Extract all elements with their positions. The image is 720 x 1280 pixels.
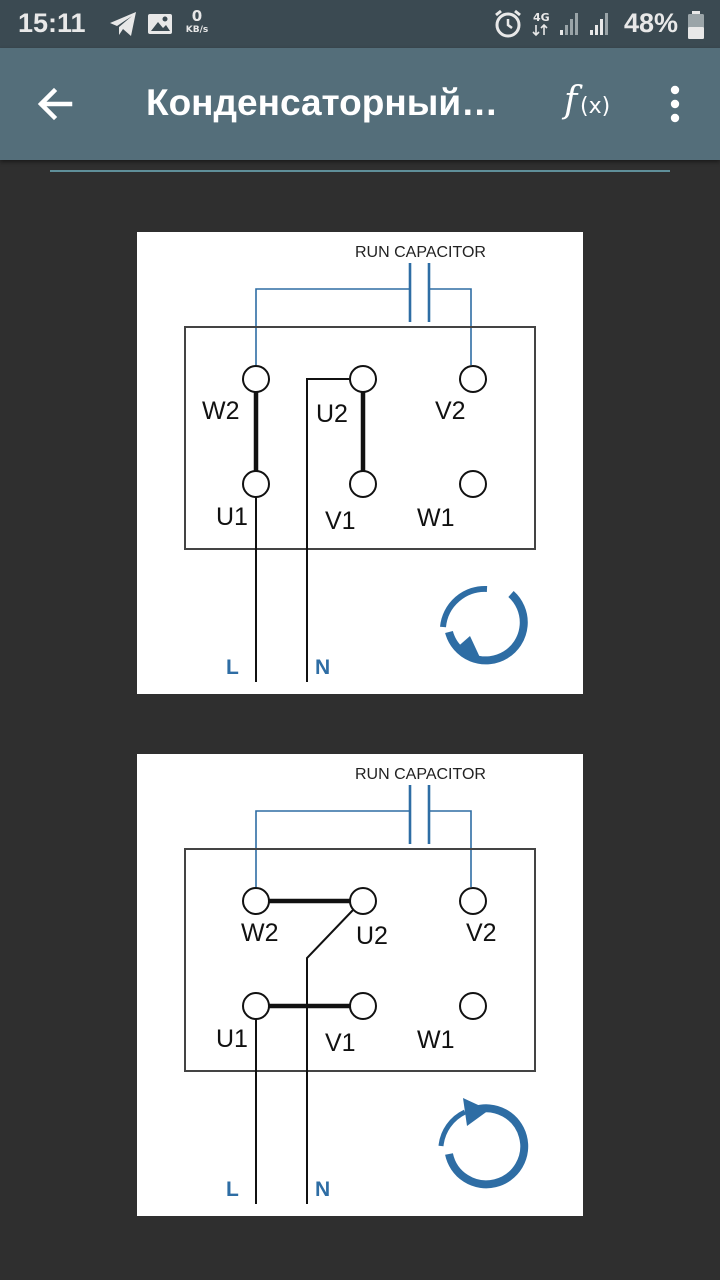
- back-button[interactable]: [28, 76, 84, 132]
- terminal-v2: [459, 365, 487, 393]
- formula-icon-x: (x): [580, 94, 611, 119]
- app-bar: Конденсаторный… f (x): [0, 48, 720, 160]
- battery-percent: 48%: [623, 8, 678, 38]
- signal-icon: [560, 13, 578, 35]
- network-speed-value: 0: [191, 7, 203, 25]
- terminal-v1: [349, 992, 377, 1020]
- terminal-label-u1: U1: [216, 503, 248, 531]
- network-speed: 0 KB/s: [182, 8, 212, 36]
- status-notification-icons: [110, 12, 172, 36]
- more-vert-icon: [670, 85, 680, 123]
- terminal-w1: [459, 470, 487, 498]
- capacitor-label: RUN CAPACITOR: [355, 766, 486, 783]
- image-icon: [148, 14, 172, 34]
- rotation-clockwise-icon: [438, 1098, 529, 1189]
- terminal-box: [184, 326, 536, 550]
- line-label-l: L: [226, 1178, 239, 1201]
- telegram-icon: [110, 12, 136, 36]
- capacitor-wiring: [255, 288, 472, 365]
- terminal-u1: [242, 470, 270, 498]
- terminal-label-w2: W2: [202, 397, 240, 425]
- run-capacitor-symbol: [408, 263, 431, 322]
- formula-button[interactable]: f (x): [560, 78, 616, 130]
- terminal-label-w2: W2: [241, 919, 279, 947]
- terminal-box: [184, 848, 536, 1072]
- supply-lines: [255, 909, 354, 1204]
- 4g-icon: 4G: [532, 11, 550, 37]
- terminal-label-u2: U2: [356, 922, 388, 950]
- formula-icon-f: f: [564, 80, 578, 121]
- terminal-label-w1: W1: [417, 504, 455, 532]
- wiring-diagram-1: RUN CAPACITOR: [137, 232, 583, 694]
- terminal-v2: [459, 887, 487, 915]
- rotation-counterclockwise-icon: [440, 585, 528, 665]
- status-right-icons: 4G: [495, 9, 608, 38]
- terminal-bridges: [253, 392, 366, 472]
- wiring-diagram-1-svg: RUN CAPACITOR: [184, 244, 536, 682]
- terminals: [242, 887, 487, 1020]
- battery-icon: [688, 11, 704, 39]
- terminal-label-v2: V2: [466, 919, 497, 947]
- arrow-back-icon: [37, 87, 73, 121]
- terminal-w1: [459, 992, 487, 1020]
- terminal-w2: [242, 887, 270, 915]
- line-label-n: N: [315, 1178, 330, 1201]
- capacitor-wiring: [255, 810, 472, 887]
- terminal-u2: [349, 887, 377, 915]
- network-type: 4G: [533, 11, 550, 24]
- terminal-label-v1: V1: [325, 507, 356, 535]
- terminal-bridges: [269, 898, 350, 1009]
- terminal-u1: [242, 992, 270, 1020]
- line-label-n: N: [315, 656, 330, 679]
- more-options-button[interactable]: [660, 78, 690, 130]
- supply-lines: [255, 378, 349, 682]
- status-time: 15:11: [18, 8, 86, 38]
- terminal-v1: [349, 470, 377, 498]
- terminal-w2: [242, 365, 270, 393]
- alarm-icon: [495, 9, 521, 38]
- content-divider: [50, 170, 670, 172]
- line-label-l: L: [226, 656, 239, 679]
- capacitor-label: RUN CAPACITOR: [355, 244, 486, 261]
- terminal-label-u2: U2: [316, 400, 348, 428]
- terminal-label-v1: V1: [325, 1029, 356, 1057]
- terminal-label-u1: U1: [216, 1025, 248, 1053]
- status-bar: 15:11 0 KB/s 4G: [0, 0, 720, 48]
- run-capacitor-symbol: [408, 785, 431, 844]
- terminals: [242, 365, 487, 498]
- wiring-diagram-2: RUN CAPACITOR W2 U2: [137, 754, 583, 1216]
- wiring-diagram-2-svg: RUN CAPACITOR W2 U2: [184, 766, 536, 1204]
- page-title: Конденсаторный…: [146, 82, 499, 123]
- terminal-label-v2: V2: [435, 397, 466, 425]
- terminal-label-w1: W1: [417, 1026, 455, 1054]
- signal-icon: [590, 13, 608, 35]
- terminal-u2: [349, 365, 377, 393]
- network-speed-unit: KB/s: [185, 25, 209, 35]
